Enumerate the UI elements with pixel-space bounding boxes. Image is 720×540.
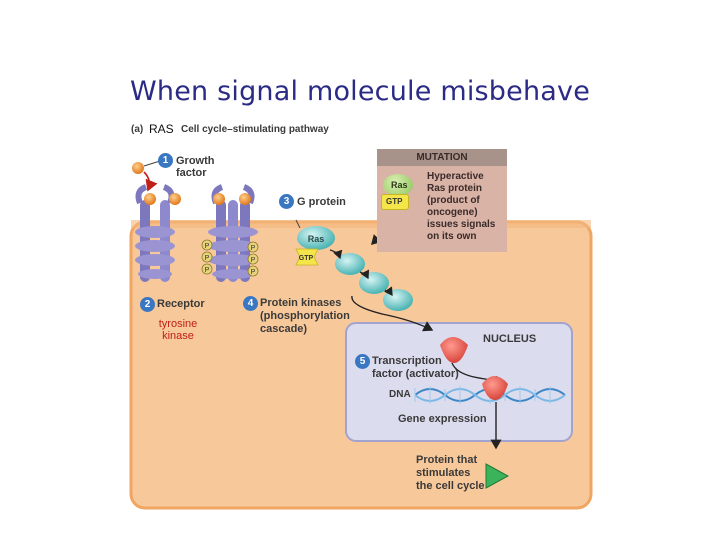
step-3-label: G protein: [297, 196, 346, 208]
ras-protein: [297, 226, 335, 250]
mutant-ras-label: Ras: [391, 180, 408, 190]
step-4-label-1: Protein kinases: [260, 297, 342, 309]
mutation-header: MUTATION: [377, 149, 507, 166]
kinase-1: [335, 253, 365, 275]
step-5-label-2: factor (activator): [372, 368, 459, 380]
cell-cycle-protein: [485, 463, 510, 489]
mutant-ras-protein: [383, 174, 413, 196]
tf-bound-on-dna: [482, 376, 508, 400]
step-2-label: Receptor: [157, 298, 205, 310]
mutant-gtp-label: GTP: [386, 197, 403, 206]
growth-factor-bound-1: [144, 193, 156, 205]
mutation-text-6: on its own: [427, 231, 477, 242]
annotation-line-1: tyrosine: [158, 318, 198, 330]
panel-letter: (a): [131, 124, 144, 135]
gene-expression-label: Gene expression: [398, 413, 487, 425]
product-label-2: stimulates: [416, 467, 471, 479]
receptor-right: [208, 184, 258, 282]
cascade-to-nucleus-arrow: [351, 295, 434, 332]
growth-factor-arrow: [143, 171, 158, 192]
growth-factor-bound-2: [169, 193, 181, 205]
phospho-label: P: [251, 257, 256, 264]
gene-name: RAS: [149, 122, 174, 136]
phospho-label: P: [205, 243, 210, 250]
receptor-left: [135, 184, 175, 282]
mutation-text-1: Hyperactive: [427, 171, 484, 182]
nucleus-body: [345, 322, 573, 442]
growth-factor-bound-3: [213, 193, 225, 205]
mutation-text-5: issues signals: [427, 219, 496, 230]
step-2-circle: 2: [140, 297, 155, 312]
mutation-text-3: (product of: [427, 195, 480, 206]
pathway-title: Cell cycle–stimulating pathway: [181, 124, 329, 135]
phospho-label: P: [251, 245, 256, 252]
step-1-circle: 1: [158, 153, 173, 168]
product-label-1: Protein that: [416, 454, 478, 466]
step-3-circle: 3: [279, 194, 294, 209]
transcription-factor: [440, 337, 468, 363]
plasma-membrane: [131, 220, 591, 228]
growth-factor-free: [132, 162, 144, 174]
nucleus-label: NUCLEUS: [483, 333, 537, 345]
mutation-text-4: oncogene): [427, 207, 478, 218]
phospho-label: P: [205, 255, 210, 262]
kinase-3: [383, 289, 413, 311]
ras-label: Ras: [308, 234, 325, 244]
step-4-label-2: (phosphorylation: [260, 310, 350, 322]
annotation-line-2: kinase: [162, 330, 194, 342]
annotation-tyrosine: tyrosine kinase: [150, 318, 206, 342]
step-5-circle: 5: [355, 354, 370, 369]
step-4-label-3: cascade): [260, 323, 308, 335]
mutation-text-2: Ras protein: [427, 183, 483, 194]
mutation-box: Ras GTP Hyperactive Ras protein (product…: [377, 166, 507, 252]
phospho-label: P: [205, 267, 210, 274]
product-label-3: the cell cycle: [416, 480, 485, 492]
slide-title: When signal molecule misbehave: [129, 76, 591, 107]
phosphate-left-group: P P P: [201, 239, 213, 275]
phospho-label: P: [251, 269, 256, 276]
gtp-badge: [295, 248, 319, 266]
growth-factor-bound-4: [239, 193, 251, 205]
mutant-gtp-badge: [381, 194, 409, 210]
step-5-label-1: Transcription: [372, 355, 442, 367]
step-4-circle: 4: [243, 296, 258, 311]
step-1-label: Growth factor: [176, 155, 215, 179]
gtp-label: GTP: [299, 255, 314, 262]
dna-label: DNA: [389, 389, 411, 400]
kinase-2: [359, 272, 389, 294]
phosphate-right-group: P P P: [247, 241, 259, 277]
